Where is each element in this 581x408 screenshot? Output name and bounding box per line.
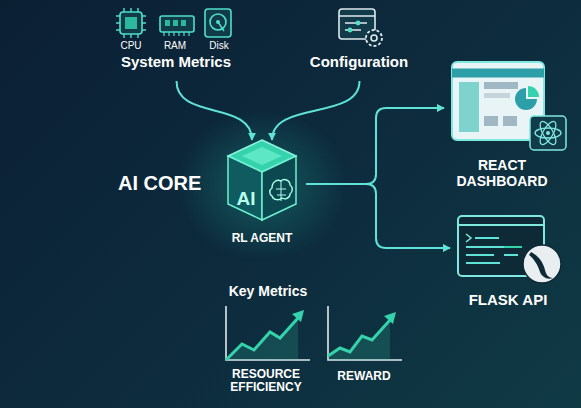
dashboard-box: REACT DASHBOARD <box>446 58 570 192</box>
api-box: FLASK API <box>452 212 568 312</box>
react-icon <box>448 58 568 158</box>
group-title: System Metrics <box>109 54 243 71</box>
icon-caption: Disk <box>202 40 236 51</box>
core-heading: AI CORE <box>118 172 201 194</box>
flow-arrow <box>306 108 444 184</box>
chart2-icon <box>324 304 404 364</box>
config-box: Configuration <box>300 6 419 78</box>
metric-chart: REWARD <box>322 304 407 394</box>
flow-arrow <box>306 184 450 248</box>
icon-caption: CPU <box>114 40 148 51</box>
flow-arrow <box>272 81 360 140</box>
metric-chart: RESOURCE EFFICIENCY <box>220 304 314 402</box>
cube-label: AI <box>229 188 263 209</box>
flow-arrow <box>177 81 253 140</box>
icon-caption: RAM <box>158 40 192 51</box>
chart-caption: REWARD <box>323 370 405 383</box>
ai-core: AI CORE AI RL AGENT <box>114 138 304 252</box>
api-title: FLASK API <box>453 292 563 309</box>
flask-icon <box>454 212 566 288</box>
section-heading: Key Metrics <box>213 284 323 299</box>
chart-caption: RESOURCE EFFICIENCY <box>220 368 312 395</box>
config-title: Configuration <box>301 54 417 71</box>
agent-caption: RL AGENT <box>222 232 302 245</box>
dashboard-title: REACT DASHBOARD <box>448 158 556 189</box>
chart-icon <box>222 304 312 364</box>
metrics-icon <box>111 6 241 42</box>
config-icon <box>336 6 386 50</box>
cube-icon <box>224 136 300 224</box>
